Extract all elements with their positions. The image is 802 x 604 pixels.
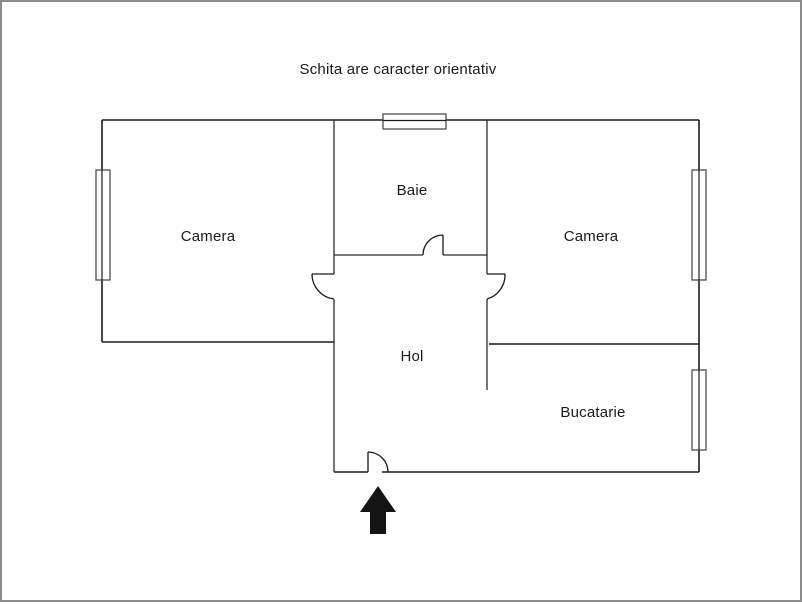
room-label-baie: Baie [397,182,428,199]
window-group [95,113,707,451]
door-group [311,234,506,473]
window-bucatarie [691,369,707,451]
window-baie [382,113,447,130]
window-camera-right [691,169,707,281]
window-camera-left [95,169,111,281]
wall-group [101,119,700,473]
room-label-camera-left: Camera [181,228,236,245]
door-entrance [367,451,389,473]
door-camera-right-to-hol [486,273,506,300]
door-baie-to-hol [422,234,444,256]
room-label-group: Camera Baie Camera Hol Bucatarie [181,182,626,421]
plan-title-note: Schita are caracter orientativ [300,61,497,78]
room-label-bucatarie: Bucatarie [560,404,625,421]
room-label-hol: Hol [400,348,423,365]
room-label-camera-right: Camera [564,228,619,245]
door-camera-left-to-hol [311,273,335,300]
entrance-arrow [360,486,396,534]
